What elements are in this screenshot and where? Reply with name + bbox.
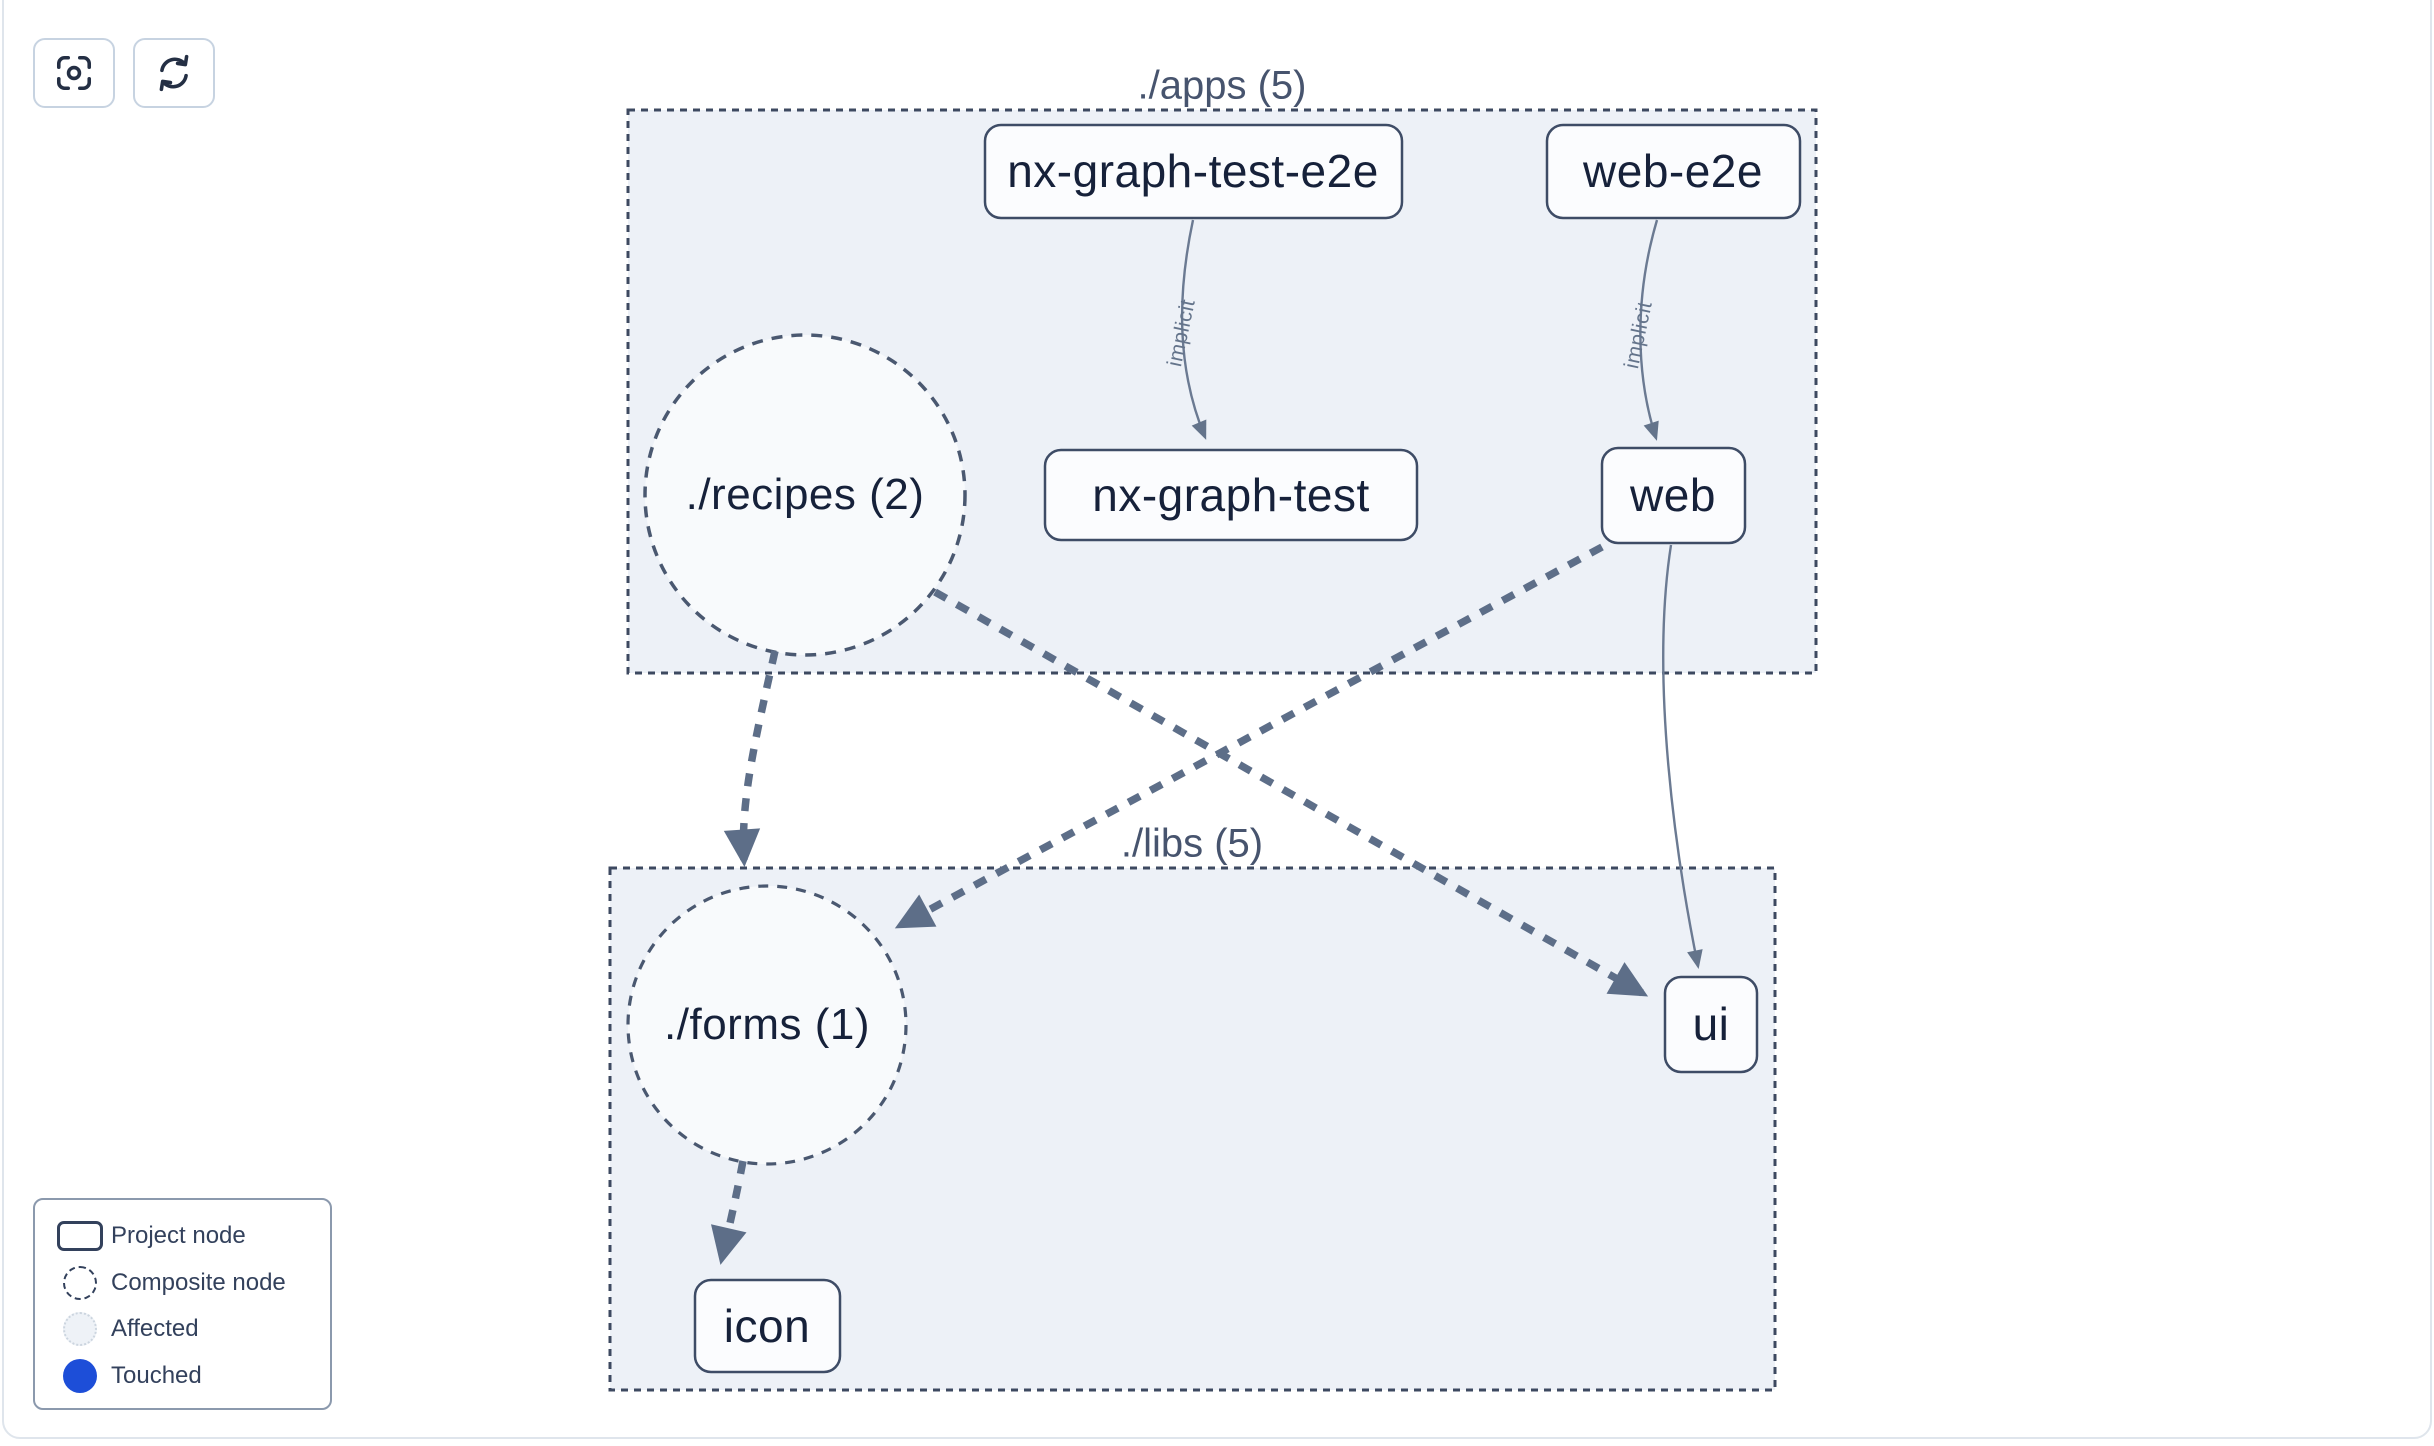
focus-icon [53, 52, 95, 94]
node-label-ui[interactable]: ui [1692, 998, 1730, 1050]
legend-label: Affected [111, 1315, 199, 1343]
project-node-web-e2e[interactable] [1545, 123, 1802, 220]
project-node-nx-graph-test-e2e[interactable] [983, 123, 1404, 220]
edge-nx-graph-test-e2e-to-nx-graph-test [1180, 219, 1207, 440]
legend: Project node Composite node Affected Tou… [33, 1198, 332, 1410]
legend-label: Composite node [111, 1268, 286, 1296]
legend-label: Touched [111, 1361, 202, 1389]
project-node-icon[interactable] [693, 1278, 842, 1374]
legend-item-affected: Affected [49, 1307, 316, 1351]
legend-label: Project node [111, 1222, 246, 1249]
node-label-forms[interactable]: ./forms (1) [664, 1000, 870, 1049]
project-node-web[interactable] [1600, 446, 1747, 545]
composite-node-recipes[interactable] [643, 333, 967, 657]
edge-forms-to-icon [711, 1160, 747, 1265]
composite-node-swatch [63, 1265, 97, 1300]
project-node-ui[interactable] [1663, 975, 1759, 1074]
edge-web-e2e-to-web [1639, 219, 1659, 441]
composite-node-forms[interactable] [626, 884, 908, 1166]
node-label-web-e2e[interactable]: web-e2e [1583, 145, 1763, 197]
node-label-nx-graph-test[interactable]: nx-graph-test [1092, 469, 1370, 521]
project-node-nx-graph-test[interactable] [1043, 448, 1419, 542]
touched-swatch [63, 1358, 97, 1393]
edge-web-to-forms [894, 543, 1604, 929]
legend-item-project-node: Project node [49, 1214, 316, 1258]
edge-recipes-to-forms [723, 650, 779, 867]
legend-item-touched: Touched [49, 1354, 316, 1398]
node-label-recipes[interactable]: ./recipes (2) [685, 470, 925, 519]
project-node-swatch [57, 1221, 103, 1251]
node-label-web[interactable]: web [1630, 469, 1716, 521]
cluster-title-libs: ./libs (5) [1120, 821, 1264, 866]
refresh-graph-button[interactable] [133, 38, 215, 108]
node-label-icon[interactable]: icon [723, 1300, 811, 1352]
graph-toolbar [33, 38, 215, 108]
refresh-icon [153, 52, 195, 94]
affected-swatch [63, 1312, 97, 1347]
cluster-title-apps: ./apps (5) [1137, 63, 1307, 108]
edge-recipes-to-ui [933, 588, 1649, 997]
node-label-nx-graph-test-e2e[interactable]: nx-graph-test-e2e [1007, 145, 1379, 197]
center-graph-button[interactable] [33, 38, 115, 108]
edge-web-to-ui [1662, 544, 1703, 969]
legend-item-composite-node: Composite node [49, 1261, 316, 1305]
